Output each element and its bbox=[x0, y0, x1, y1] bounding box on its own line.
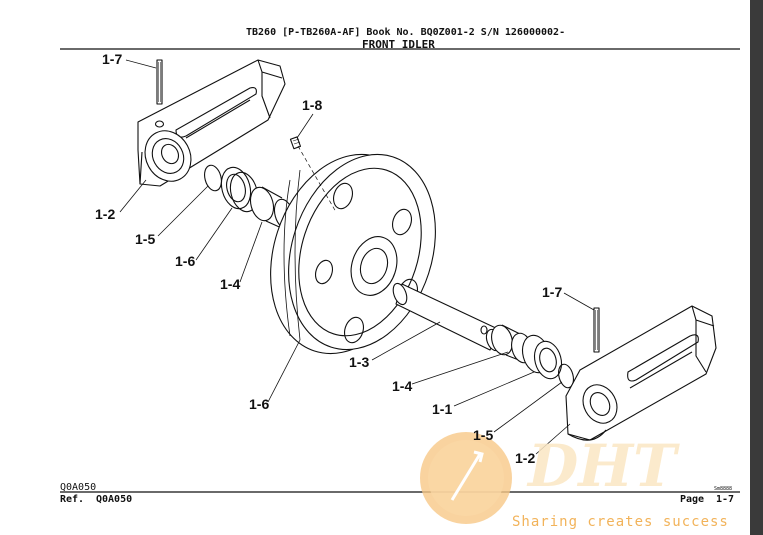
watermark-tagline: Sharing creates success bbox=[512, 514, 729, 530]
callout-1-6-left: 1-6 bbox=[175, 253, 196, 269]
idler-wheel bbox=[270, 153, 436, 355]
watermark-logo-text: DHT bbox=[528, 432, 677, 500]
callout-1-8: 1-8 bbox=[302, 97, 323, 113]
ref-label: Ref. bbox=[60, 494, 85, 505]
callout-1-4-left: 1-4 bbox=[220, 276, 241, 292]
callout-1-3: 1-3 bbox=[349, 354, 370, 370]
callout-1-2-right: 1-2 bbox=[515, 450, 536, 466]
o-ring-right bbox=[558, 363, 574, 389]
ref-value: Q0A050 bbox=[96, 494, 133, 505]
o-ring-left bbox=[204, 164, 222, 192]
callout-1-1: 1-6 bbox=[249, 396, 270, 412]
callout-1-5-left: 1-5 bbox=[135, 231, 156, 247]
right-bracket bbox=[565, 305, 717, 441]
leader-lines bbox=[119, 59, 595, 455]
pin-left bbox=[154, 59, 165, 128]
callout-1-7-left: 1-7 bbox=[102, 51, 123, 67]
floating-seal-right bbox=[521, 334, 563, 380]
diagram-title: FRONT IDLER bbox=[362, 38, 435, 51]
callout-1-4-right: 1-4 bbox=[392, 378, 413, 394]
callout-1-6-right: 1-1 bbox=[432, 401, 453, 417]
page-label: Page bbox=[680, 494, 705, 505]
page-value: 1-7 bbox=[716, 494, 735, 505]
shaft bbox=[392, 282, 503, 352]
footer-code: Q0A050 bbox=[60, 482, 97, 493]
callout-1-7-right: 1-7 bbox=[542, 284, 563, 300]
plug bbox=[289, 136, 302, 150]
callout-1-5-right: 1-5 bbox=[473, 427, 494, 443]
header-line: TB260 [P-TB260A-AF] Book No. BQ0Z001-2 S… bbox=[246, 27, 566, 38]
small-code: Sm8888 bbox=[714, 486, 733, 492]
left-bracket bbox=[137, 59, 286, 187]
callout-1-2-left: 1-2 bbox=[95, 206, 116, 222]
floating-seal-left bbox=[220, 166, 259, 213]
viewer-scrollbar-area[interactable] bbox=[750, 0, 763, 535]
watermark-logo bbox=[420, 432, 512, 524]
